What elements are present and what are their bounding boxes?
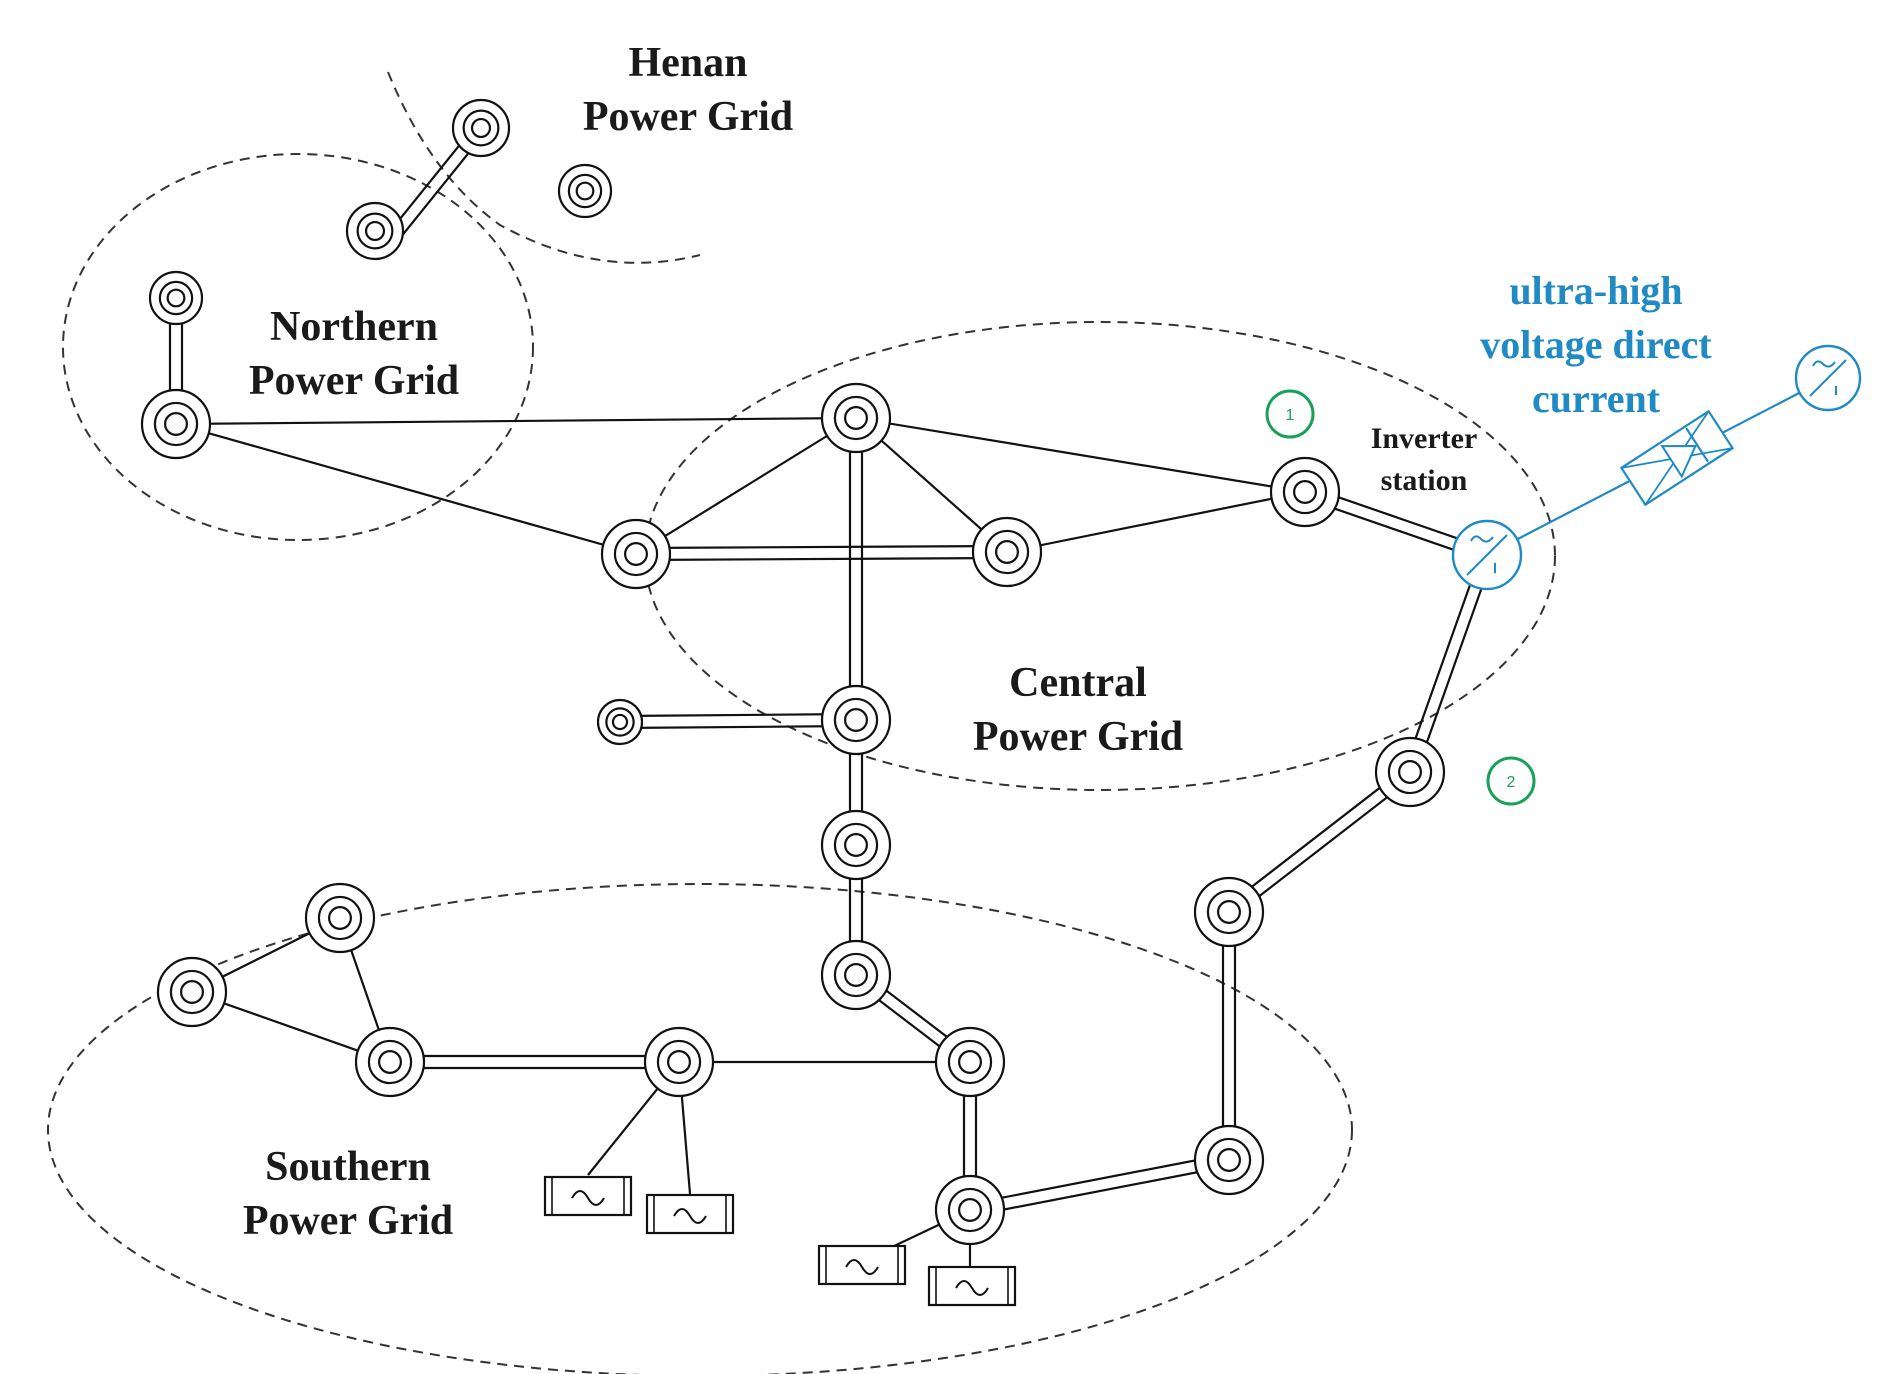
substation-icon — [820, 939, 892, 1011]
double-line-conductor — [619, 712, 856, 718]
substation-icon — [304, 882, 376, 954]
converter-station-icon — [1451, 519, 1523, 591]
uhvdc-label-line2: voltage direct — [1480, 322, 1712, 367]
substation-icon — [345, 201, 405, 261]
substation-icon — [148, 270, 204, 326]
uhvdc-label: ultra-high voltage direct current — [1480, 268, 1712, 421]
substation-icon — [451, 98, 511, 158]
substation-icon — [140, 388, 212, 460]
central-label-line1: Central — [1009, 660, 1147, 706]
region-labels: Henan Power Grid Northern Power Grid Cen… — [243, 40, 1183, 1244]
double-line-conductor — [636, 556, 1008, 562]
substation-icon — [600, 518, 672, 590]
henan-label-line2: Power Grid — [583, 94, 793, 140]
substation-icon — [934, 1026, 1006, 1098]
substation-icon — [557, 163, 613, 219]
northern-label-line1: Northern — [270, 304, 438, 350]
substation-icon — [1193, 1124, 1265, 1196]
southern-label-line2: Power Grid — [243, 1198, 453, 1244]
uhvdc-label-line3: current — [1532, 376, 1661, 421]
northern-label-line2: Power Grid — [249, 358, 459, 404]
uhvdc-label-line1: ultra-high — [1509, 268, 1682, 313]
generator-icon — [543, 1175, 633, 1217]
henan-boundary — [387, 71, 701, 264]
substation-icon — [156, 956, 228, 1028]
generators — [543, 1175, 1017, 1307]
marker-2-label: 2 — [1507, 774, 1516, 791]
henan-label-line1: Henan — [628, 40, 747, 86]
double-line-conductor — [968, 1153, 1229, 1206]
double-line-conductor — [635, 544, 1007, 550]
single-lines — [175, 416, 1306, 1270]
substation-icon — [1269, 456, 1341, 528]
generator-icon — [645, 1193, 735, 1235]
uhvdc-system — [1451, 344, 1862, 591]
marker-1-label: 1 — [1286, 407, 1295, 424]
substation-icon — [1193, 876, 1265, 948]
double-line-conductor — [1414, 556, 1494, 775]
double-line-conductor — [1231, 775, 1415, 918]
substation-icon — [354, 1026, 426, 1098]
substation-icon — [820, 809, 892, 881]
substation-icon — [971, 516, 1043, 588]
generator-icon — [927, 1265, 1017, 1307]
marker-2: 2 — [1486, 756, 1536, 806]
inverter-station-label-line2: station — [1381, 464, 1468, 497]
southern-boundary — [47, 883, 1353, 1374]
southern-label-line1: Southern — [265, 1144, 431, 1190]
substation-icon — [820, 382, 892, 454]
inverter-station-label-line1: Inverter — [1371, 422, 1478, 455]
double-line-conductor — [1224, 766, 1408, 909]
substation-icon — [934, 1174, 1006, 1246]
substations — [140, 98, 1446, 1246]
double-line-conductor — [1403, 552, 1483, 771]
substation-icon — [643, 1026, 715, 1098]
central-label-line2: Power Grid — [973, 714, 1183, 760]
substation-icon — [820, 684, 892, 756]
double-line-conductor — [620, 724, 857, 730]
rectifier-station-icon — [1794, 344, 1862, 412]
double-line-conductor — [970, 1164, 1231, 1217]
northern-boundary — [62, 153, 534, 541]
generator-icon — [817, 1244, 907, 1286]
marker-1: 1 — [1265, 389, 1315, 439]
substation-icon — [596, 698, 644, 746]
substation-icon — [1374, 736, 1446, 808]
rectifier-icon — [1619, 409, 1735, 507]
